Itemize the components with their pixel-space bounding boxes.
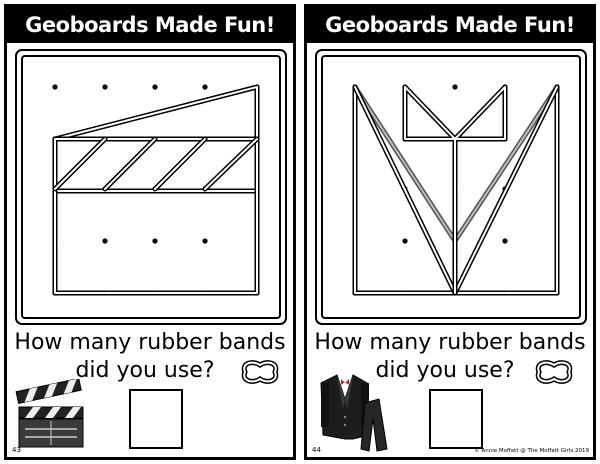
geoboard-frame-inner [321, 55, 581, 319]
rubber-band-icon [535, 360, 573, 384]
card-title: Geoboards Made Fun! [307, 7, 593, 43]
answer-box[interactable] [129, 389, 183, 449]
question-line-1: How many rubber bands [314, 330, 586, 355]
worksheet-card-right: Geoboards Made Fun! How many rubber band… [304, 4, 596, 460]
answer-box[interactable] [429, 389, 483, 449]
tuxedo-icon [320, 374, 388, 452]
card-title: Geoboards Made Fun! [7, 7, 293, 43]
worksheet-card-left: Geoboards Made Fun! How many rubber band… [4, 4, 296, 460]
geoboard-frame-outer [315, 49, 587, 325]
question-line-1: How many rubber bands [14, 330, 286, 355]
question-line-2: did you use? [75, 358, 215, 383]
rubber-bands [352, 84, 560, 296]
geoboard-frame-outer [15, 49, 287, 325]
page-number: 44 [312, 446, 321, 454]
rubber-bands [52, 84, 260, 296]
clapperboard-icon [15, 379, 84, 448]
geoboard-clapperboard [52, 84, 260, 296]
geoboard-tuxedo [352, 84, 560, 296]
question-line-2: did you use? [375, 358, 515, 383]
rubber-band-icon [241, 360, 279, 384]
page-number: 43 [12, 446, 21, 454]
copyright-credit: © Annie Moffatt @ The Moffatt Girls 2019 [474, 448, 589, 454]
geoboard-frame-inner [21, 55, 281, 319]
